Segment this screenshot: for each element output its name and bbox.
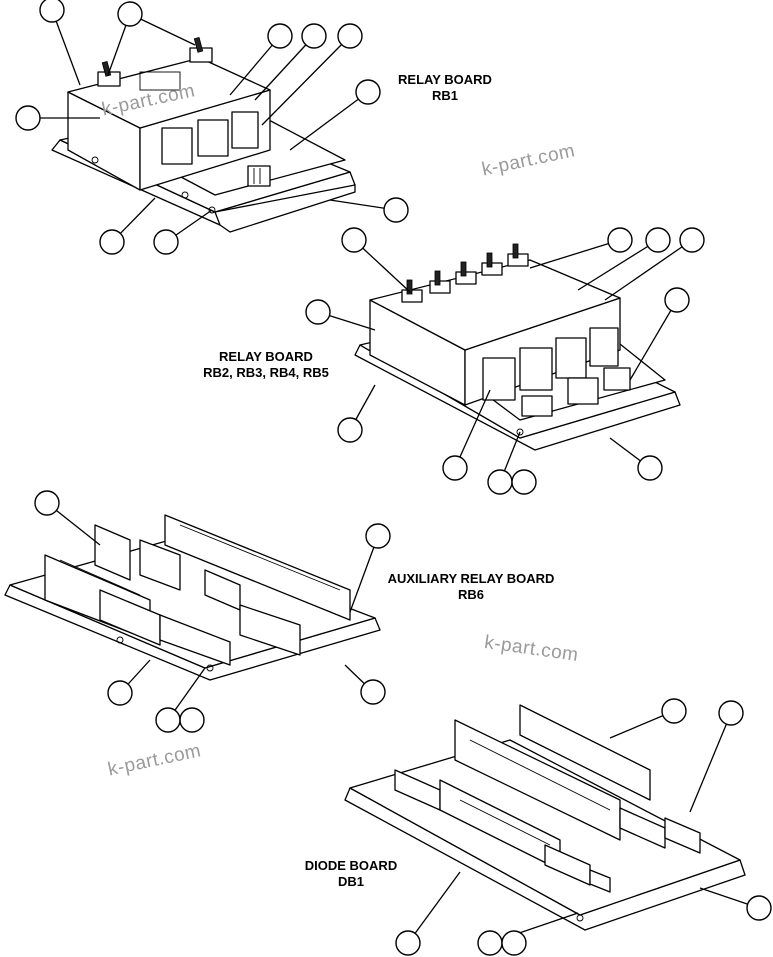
callout-balloon bbox=[395, 930, 421, 956]
callout-balloon bbox=[746, 895, 772, 921]
rb2-rb5-label: RELAY BOARD RB2, RB3, RB4, RB5 bbox=[186, 349, 346, 381]
callout-circles bbox=[15, 0, 772, 956]
callout-balloon bbox=[305, 299, 331, 325]
db1-label-line2: DB1 bbox=[337, 874, 364, 889]
relay-board-rb1-drawing bbox=[51, 36, 356, 233]
rb2-rb5-label-line1: RELAY BOARD bbox=[219, 349, 313, 364]
callout-balloon bbox=[15, 105, 41, 131]
callout-balloon bbox=[99, 229, 125, 255]
callout-balloon bbox=[301, 23, 327, 49]
rb1-label-line2: RB1 bbox=[431, 88, 458, 103]
callout-balloon bbox=[607, 227, 633, 253]
callout-balloon bbox=[511, 469, 537, 495]
rb6-label-line1: AUXILIARY RELAY BOARD bbox=[387, 571, 555, 586]
relay-board-rb2-rb5-drawing bbox=[354, 243, 681, 451]
callout-balloon bbox=[179, 707, 205, 733]
callout-balloon bbox=[337, 23, 363, 49]
rb1-label: RELAY BOARD RB1 bbox=[380, 72, 510, 104]
callout-balloon bbox=[117, 1, 143, 27]
rb6-label: AUXILIARY RELAY BOARD RB6 bbox=[366, 571, 576, 603]
diode-board-db1-drawing bbox=[344, 704, 746, 931]
callout-balloon bbox=[501, 930, 527, 956]
callout-balloon bbox=[39, 0, 65, 23]
callout-balloon bbox=[661, 698, 687, 724]
rb1-label-line1: RELAY BOARD bbox=[398, 72, 492, 87]
auxiliary-relay-board-rb6-drawing bbox=[4, 514, 381, 681]
callout-balloon bbox=[34, 490, 60, 516]
callout-balloon bbox=[477, 930, 503, 956]
callout-balloon bbox=[360, 679, 386, 705]
callout-balloon bbox=[718, 700, 744, 726]
callout-balloon bbox=[664, 287, 690, 313]
callout-balloon bbox=[155, 707, 181, 733]
callout-balloon bbox=[337, 417, 363, 443]
callout-balloon bbox=[153, 229, 179, 255]
callout-balloon bbox=[355, 79, 381, 105]
db1-label: DIODE BOARD DB1 bbox=[296, 858, 406, 890]
callout-balloon bbox=[679, 227, 705, 253]
callout-balloon bbox=[383, 197, 409, 223]
callout-balloon bbox=[267, 23, 293, 49]
callout-balloon bbox=[487, 469, 513, 495]
callout-balloon bbox=[107, 680, 133, 706]
callout-balloon bbox=[341, 227, 367, 253]
callout-balloon bbox=[645, 227, 671, 253]
callout-balloon bbox=[365, 523, 391, 549]
rb2-rb5-label-line2: RB2, RB3, RB4, RB5 bbox=[203, 365, 329, 380]
db1-label-line1: DIODE BOARD bbox=[304, 858, 398, 873]
callout-balloon bbox=[442, 455, 468, 481]
rb6-label-line2: RB6 bbox=[457, 587, 484, 602]
callout-balloon bbox=[637, 455, 663, 481]
